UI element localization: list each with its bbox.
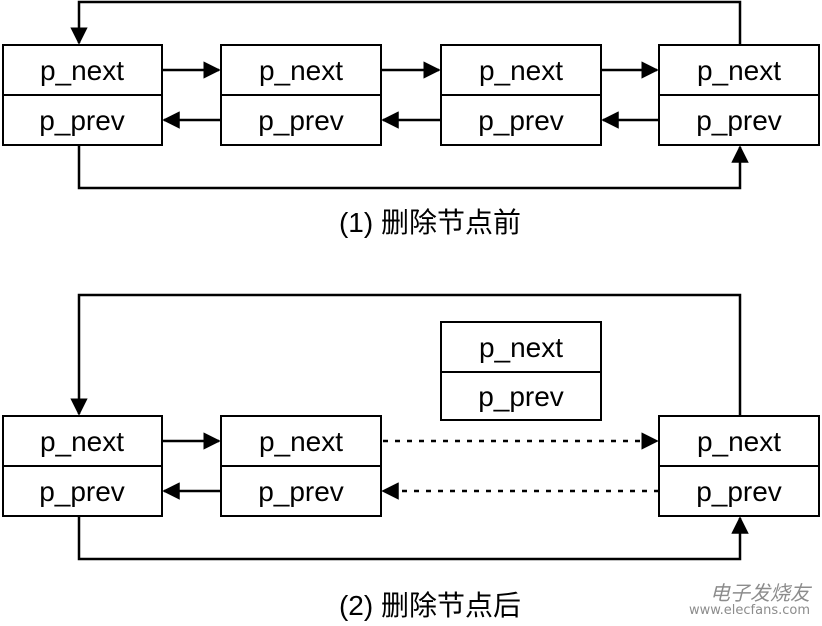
list-node-2: p_next p_prev — [220, 44, 382, 146]
wrap-prev-arrow — [77, 516, 749, 561]
prev-field-label: p_prev — [39, 105, 125, 136]
prev-field-box — [2, 94, 163, 146]
next-field-label: p_next — [40, 426, 124, 457]
next-field-label: p_next — [259, 426, 343, 457]
next-field-label: p_next — [479, 55, 563, 86]
list-node-3: p_next p_prev — [440, 44, 602, 146]
prev-field-label: p_prev — [478, 381, 564, 412]
diagram-after: p_next p_prev p_next p_prev p_next p_pre… — [2, 293, 820, 621]
prev-field-label: p_prev — [696, 476, 782, 507]
prev-field-box — [2, 465, 163, 517]
wrap-next-arrow — [70, 0, 742, 45]
prev-field-label: p_prev — [696, 105, 782, 136]
prev-field-box — [220, 465, 382, 517]
list-node-2: p_next p_prev — [220, 415, 382, 517]
next-field-label: p_next — [697, 55, 781, 86]
watermark: 电子发烧友 www.elecfans.com — [689, 582, 810, 618]
list-node-4: p_next p_prev — [658, 44, 820, 146]
next-field-box — [2, 44, 163, 96]
prev-field-box — [220, 94, 382, 146]
caption-after: (2) 删除节点后 — [339, 590, 521, 621]
diagram-before: p_next p_prev p_next p_prev p_next p_pre… — [2, 0, 820, 238]
next-field-label: p_next — [479, 332, 563, 363]
list-node-1: p_next p_prev — [2, 44, 163, 146]
wrap-next-arrow — [70, 293, 742, 416]
prev-field-label: p_prev — [478, 105, 564, 136]
list-node-1: p_next p_prev — [2, 415, 163, 517]
list-node-4: p_next p_prev — [658, 415, 820, 517]
next-field-box — [658, 415, 820, 467]
next-field-label: p_next — [259, 55, 343, 86]
prev-field-box — [658, 465, 820, 517]
wrap-prev-arrow — [77, 145, 749, 190]
caption-before: (1) 删除节点前 — [339, 207, 521, 238]
prev-field-label: p_prev — [258, 476, 344, 507]
next-field-label: p_next — [40, 55, 124, 86]
watermark-brand: 电子发烧友 — [710, 580, 810, 605]
next-field-label: p_next — [697, 426, 781, 457]
watermark-site: www.elecfans.com — [688, 602, 810, 618]
prev-field-label: p_prev — [39, 476, 125, 507]
prev-field-box — [440, 371, 602, 421]
prev-field-label: p_prev — [258, 105, 344, 136]
next-field-box — [220, 415, 382, 467]
removed-node: p_next p_prev — [440, 321, 602, 421]
